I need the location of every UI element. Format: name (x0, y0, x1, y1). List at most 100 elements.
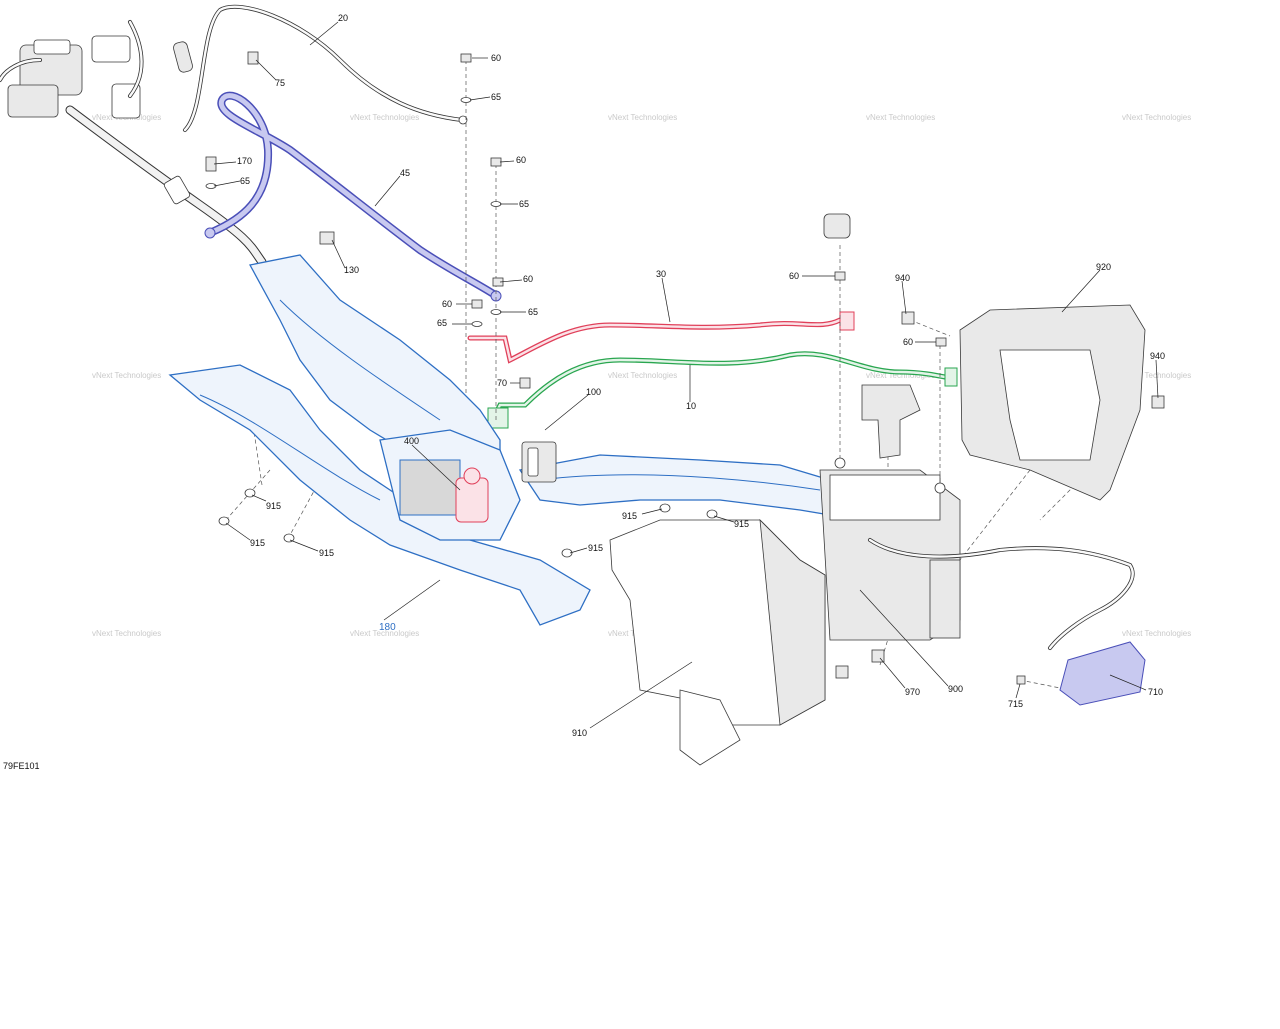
terminal-boot (173, 41, 193, 73)
callout-75: 75 (275, 78, 285, 88)
clip (319, 231, 335, 245)
watermark: vNext Technologies (866, 113, 935, 122)
relay-terminal (463, 467, 481, 485)
callout-60: 60 (523, 274, 533, 284)
battery-holder-910 (609, 518, 826, 766)
push-rivet (283, 533, 295, 543)
washer (490, 309, 502, 315)
callout-915: 915 (266, 501, 281, 511)
watermark: vNext Technologies (608, 113, 677, 122)
callout-65: 65 (519, 199, 529, 209)
hold-down-strap (861, 384, 921, 459)
battery-side (929, 559, 961, 639)
callout-915: 915 (250, 538, 265, 548)
watermark: vNext Technologies (350, 629, 419, 638)
frame-180 (168, 254, 871, 626)
relay-body (455, 477, 489, 523)
battery-900 (819, 457, 961, 641)
battery-post (934, 482, 946, 494)
fasteners (205, 51, 1165, 685)
callout-10: 10 (686, 401, 696, 411)
callout-170: 170 (237, 156, 252, 166)
nut (490, 157, 502, 167)
cable-20 (173, 4, 468, 132)
watermark: vNext Technologies (1122, 113, 1191, 122)
harness-connector (91, 35, 131, 63)
callout-45: 45 (400, 168, 410, 178)
negative-cable-10 (487, 351, 958, 429)
callout-60: 60 (516, 155, 526, 165)
nut (471, 299, 483, 309)
watermark: vNext Technologies (866, 371, 935, 380)
washer (471, 321, 483, 327)
relay-400 (455, 467, 489, 523)
sensor-harness (868, 538, 1135, 650)
battery-cover-920 (959, 304, 1146, 501)
callout-70: 70 (497, 378, 507, 388)
callout-915: 915 (319, 548, 334, 558)
nut (834, 271, 846, 281)
callout-180: 180 (379, 622, 396, 633)
nut (460, 53, 472, 63)
callout-60: 60 (903, 337, 913, 347)
connector-body (521, 441, 557, 483)
relay-block (7, 84, 59, 118)
battery-top (829, 474, 941, 521)
callout-915: 915 (734, 519, 749, 529)
figure-code: 79FE101 (3, 761, 40, 771)
connector-100 (521, 441, 557, 483)
callout-60: 60 (491, 53, 501, 63)
fuse-box-cover (33, 39, 71, 55)
battery-post (834, 457, 846, 469)
frame-bracket (399, 459, 461, 516)
callout-65: 65 (240, 176, 250, 186)
module-710 (1059, 641, 1146, 706)
watermark: vNext Technologies (350, 113, 419, 122)
callout-100: 100 (586, 387, 601, 397)
callout-940: 940 (895, 273, 910, 283)
callout-400: 400 (404, 436, 419, 446)
callout-65: 65 (491, 92, 501, 102)
callout-910: 910 (572, 728, 587, 738)
callout-710: 710 (1148, 687, 1163, 697)
main-wiring-harness (0, 20, 267, 267)
ring-terminal (204, 227, 216, 239)
cable-lug (944, 367, 958, 387)
callout-20: 20 (338, 13, 348, 23)
callout-130: 130 (344, 265, 359, 275)
nut (247, 51, 259, 65)
callout-940: 940 (1150, 351, 1165, 361)
watermark: vNext Technologies (608, 371, 677, 380)
harness-plug (163, 175, 191, 205)
washer (460, 97, 472, 103)
cable-lug (487, 407, 509, 429)
callout-920: 920 (1096, 262, 1111, 272)
callout-915: 915 (588, 543, 603, 553)
nut (835, 665, 849, 679)
ring-terminal (458, 115, 468, 125)
callout-60: 60 (789, 271, 799, 281)
bolt (519, 377, 531, 389)
bushing (901, 311, 915, 325)
callout-65: 65 (437, 318, 447, 328)
leader-lines (213, 21, 1159, 729)
callout-900: 900 (948, 684, 963, 694)
callout-65: 65 (528, 307, 538, 317)
push-rivet (561, 548, 573, 558)
terminal-cap (823, 213, 851, 239)
nut (935, 337, 947, 347)
callout-60: 60 (442, 299, 452, 309)
callout-715: 715 (1008, 699, 1023, 709)
watermark: vNext Technologies (92, 629, 161, 638)
ground-cable-45 (204, 91, 502, 302)
positive-cable-30 (467, 311, 855, 364)
watermark: vNext Technologies (1122, 629, 1191, 638)
screw (1016, 675, 1026, 685)
callout-labels: 20 75 170 65 45 130 60 65 60 65 60 60 65… (237, 13, 1165, 738)
callout-30: 30 (656, 269, 666, 279)
washer (490, 201, 502, 207)
push-rivet (659, 503, 671, 513)
callout-970: 970 (905, 687, 920, 697)
washer (205, 183, 217, 189)
